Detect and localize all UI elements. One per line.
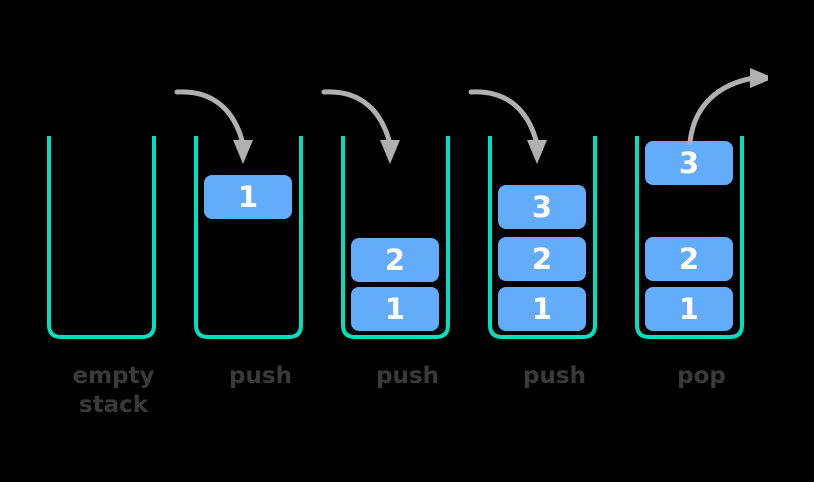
stack-push-2: 2 1 push: [321, 0, 481, 482]
stack-caption: push: [523, 363, 586, 389]
stack-cell: 1: [204, 175, 292, 219]
stack-push-3: 3 2 1 push: [468, 0, 628, 482]
stack-cell: 3: [645, 141, 733, 185]
stack-cell: 2: [498, 237, 586, 281]
stack-container: [194, 136, 303, 339]
stack-container: [488, 136, 597, 339]
stack-caption: empty stack: [72, 363, 155, 418]
stack-cell: 3: [498, 185, 586, 229]
stack-push-1: 1 push: [174, 0, 334, 482]
stack-caption: push: [376, 363, 439, 389]
stack-cell: 1: [498, 287, 586, 331]
push-arrow-icon: [174, 89, 253, 164]
push-arrow-icon: [321, 89, 400, 164]
pop-arrow-icon: [687, 68, 768, 145]
stack-caption: push: [229, 363, 292, 389]
stack-empty: empty stack: [40, 0, 187, 482]
stack-cell: 1: [645, 287, 733, 331]
push-arrow-icon: [468, 89, 547, 164]
stack-container: [341, 136, 450, 339]
stack-container: [635, 136, 744, 339]
stack-caption: pop: [677, 363, 726, 389]
stack-pop: 3 2 1 pop: [628, 0, 775, 482]
stack-cell: 2: [351, 238, 439, 282]
stack-container: [47, 136, 156, 339]
stack-cell: 2: [645, 237, 733, 281]
stack-cell: 1: [351, 287, 439, 331]
